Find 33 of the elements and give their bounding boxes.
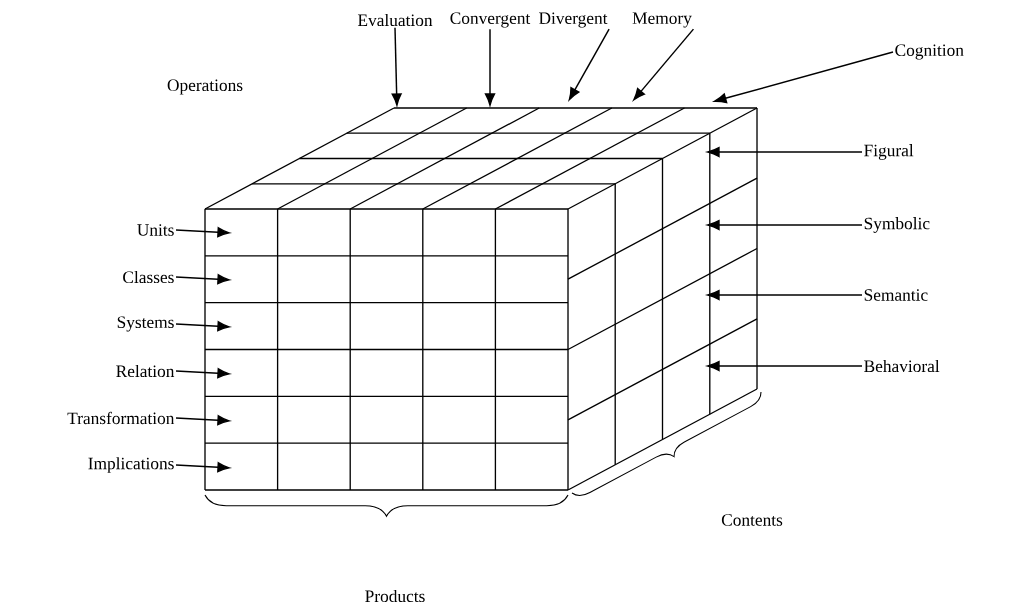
- category-label: Units: [137, 224, 174, 236]
- axis-title: Operations: [167, 79, 243, 95]
- leader-arrow: [175, 462, 230, 473]
- category-label: Figural: [864, 144, 914, 160]
- category-label: Memory: [632, 12, 692, 28]
- leader-arrow: [391, 26, 402, 106]
- leader-arrow: [707, 219, 863, 231]
- leader-arrow: [568, 28, 610, 101]
- category-label: Semantic: [864, 289, 928, 301]
- leader-arrow: [707, 146, 863, 158]
- category-label: Divergent: [539, 12, 608, 28]
- axis-title: Contents: [721, 514, 783, 526]
- leader-arrow: [175, 368, 230, 379]
- category-label: Cognition: [895, 44, 964, 60]
- leader-arrow: [714, 51, 894, 104]
- leader-arrow: [175, 274, 230, 285]
- category-label: Symbolic: [864, 217, 930, 233]
- category-label: Convergent: [450, 12, 531, 28]
- category-label: Evaluation: [357, 13, 433, 27]
- leader-arrow: [633, 28, 695, 101]
- leader-arrow: [707, 360, 863, 372]
- category-label: Systems: [117, 316, 174, 332]
- leader-arrow: [175, 415, 230, 426]
- leader-arrow: [484, 28, 496, 106]
- axis-title: Products: [365, 589, 425, 603]
- leader-arrow: [175, 321, 230, 332]
- leader-arrow: [707, 289, 863, 301]
- category-label: Behavioral: [864, 359, 940, 373]
- category-label: Relation: [116, 364, 175, 378]
- leader-arrow: [175, 227, 230, 238]
- category-label: Implications: [88, 457, 174, 473]
- category-label: Classes: [123, 270, 174, 284]
- category-label: Transformation: [67, 411, 175, 425]
